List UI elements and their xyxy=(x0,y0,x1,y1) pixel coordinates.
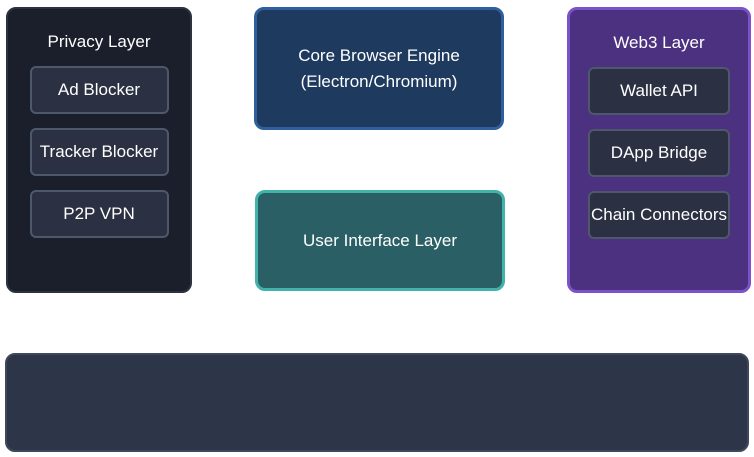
node-tracker-blocker: Tracker Blocker xyxy=(29,128,169,176)
node-user-interface-layer: User Interface Layer xyxy=(255,190,505,291)
privacy-layer-group: Privacy Layer Ad Blocker Tracker Blocker… xyxy=(6,7,192,293)
core-engine-label-line2: (Electron/Chromium) xyxy=(300,71,458,91)
node-p2p-vpn: P2P VPN xyxy=(29,190,169,238)
privacy-layer-title: Privacy Layer xyxy=(47,32,151,51)
core-engine-label-line1: Core Browser Engine xyxy=(298,45,460,65)
web3-layer-title: Web3 Layer xyxy=(613,33,705,52)
bottom-layer-panel xyxy=(5,353,749,452)
ui-layer-label: User Interface Layer xyxy=(302,230,457,250)
node-chain-connectors: Chain Connectors xyxy=(588,191,730,239)
node-ad-blocker: Ad Blocker xyxy=(29,66,169,114)
web3-layer-group: Web3 Layer Wallet API DApp Bridge Chain … xyxy=(567,7,751,293)
node-core-browser-engine: Core Browser Engine (Electron/Chromium) xyxy=(254,7,504,130)
node-dapp-bridge: DApp Bridge xyxy=(588,129,730,177)
node-wallet-api: Wallet API xyxy=(588,67,730,115)
